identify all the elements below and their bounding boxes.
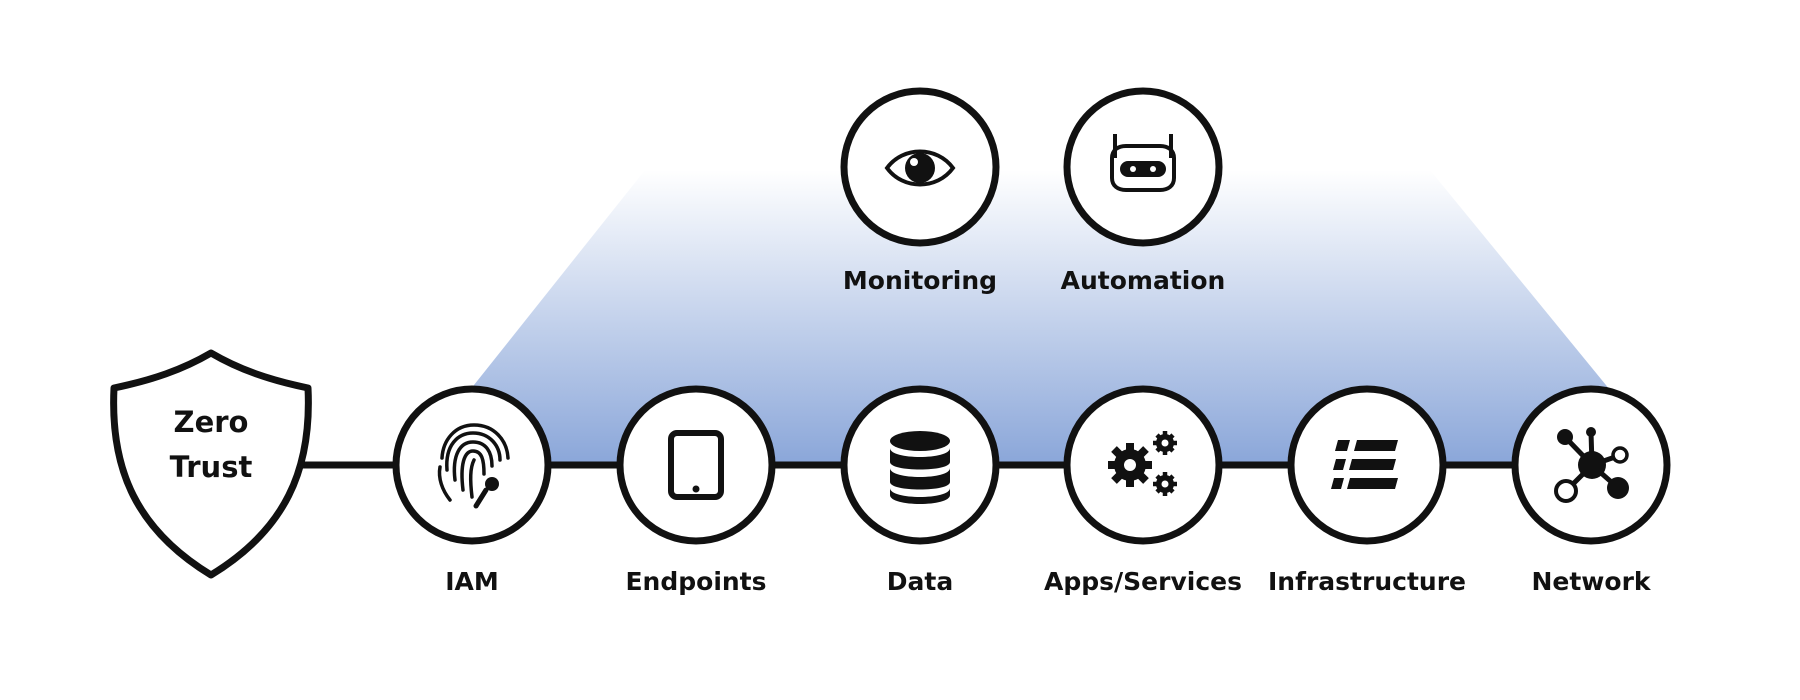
capability-monitoring (840, 87, 1000, 247)
network-nodes-icon (1554, 427, 1629, 503)
capability-automation (1063, 87, 1223, 247)
pillar-iam (392, 385, 552, 545)
pillar-endpoints (616, 385, 776, 545)
shield-label: Zero Trust (170, 400, 253, 490)
eye-icon (884, 149, 956, 187)
gears-icon (1108, 431, 1177, 496)
pillar-network (1511, 385, 1671, 545)
capability-label-monitoring: Monitoring (842, 266, 998, 295)
infrastructure-list-icon (1331, 440, 1398, 489)
pillar-label-endpoints: Endpoints (625, 567, 767, 596)
pillar-label-data: Data (886, 567, 954, 596)
pillar-infrastructure (1287, 385, 1447, 545)
pillar-apps-services (1063, 385, 1223, 545)
pillar-data (840, 385, 1000, 545)
pillar-label-network: Network (1531, 567, 1651, 596)
pillar-label-iam: IAM (445, 567, 499, 596)
fingerprint-icon (437, 423, 510, 509)
pillar-label-apps-services: Apps/Services (1044, 567, 1242, 596)
zero-trust-shield (110, 349, 312, 579)
pillar-label-infrastructure: Infrastructure (1268, 567, 1466, 596)
gradient-band (470, 170, 1610, 465)
robot-icon (1110, 134, 1176, 192)
shield-line-1: Zero (173, 405, 249, 439)
capability-label-automation: Automation (1060, 266, 1226, 295)
tablet-icon (668, 430, 724, 500)
database-icon (890, 431, 950, 504)
shield-line-2: Trust (169, 450, 253, 484)
